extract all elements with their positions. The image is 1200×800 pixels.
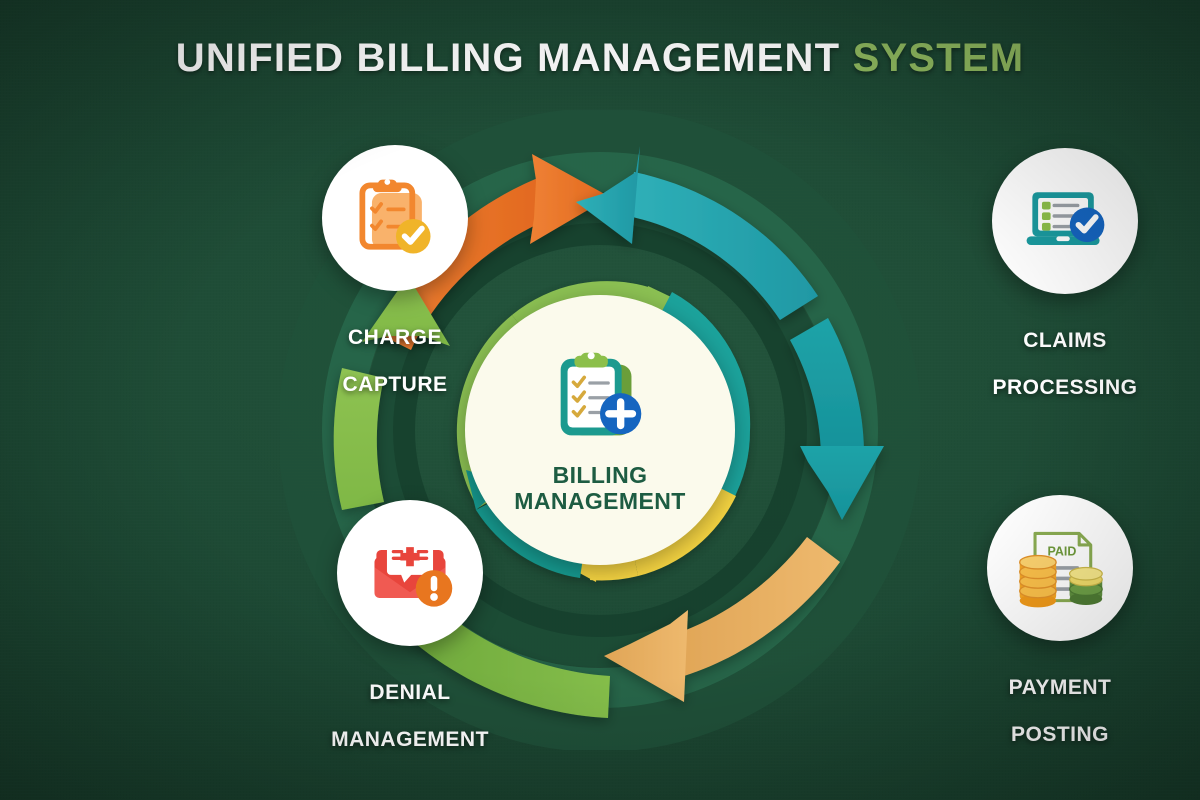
- node-denial-management-label-line1: DENIAL: [369, 680, 451, 704]
- node-claims-processing-circle[interactable]: [992, 148, 1138, 294]
- center-hub-label: BILLING MANAGEMENT: [514, 462, 686, 515]
- node-claims-processing[interactable]: CLAIMS PROCESSING: [955, 148, 1175, 399]
- envelope-medical-alert-icon: [374, 542, 453, 607]
- node-charge-capture-label: CHARGE CAPTURE: [285, 302, 505, 396]
- clipboard-checklist-plus-icon: [560, 352, 642, 436]
- flow-arrow-claims-to-payment: [790, 318, 884, 520]
- node-payment-posting-label: PAYMENT POSTING: [950, 652, 1170, 746]
- center-hub-label-line2: MANAGEMENT: [514, 488, 686, 514]
- node-denial-management-circle[interactable]: [337, 500, 483, 646]
- flow-arrow-claims-inbound: [576, 146, 818, 320]
- node-payment-posting[interactable]: PAID: [950, 495, 1170, 746]
- node-payment-posting-label-line2: POSTING: [1010, 722, 1109, 746]
- cycle-diagram: BILLING MANAGEMENT CHARGE CAPTURE: [280, 110, 1138, 751]
- coin-stack-orange: [1019, 554, 1057, 608]
- page-title-main: UNIFIED BILLING MANAGEMENT: [175, 36, 841, 80]
- flow-arrow-payment-to-denial: [604, 537, 840, 702]
- node-denial-management[interactable]: DENIAL MANAGEMENT: [300, 500, 520, 751]
- coin-stack-green: [1068, 566, 1103, 605]
- node-denial-management-label-line2: MANAGEMENT: [331, 727, 489, 751]
- page-title: UNIFIED BILLING MANAGEMENT SYSTEM: [0, 38, 1200, 78]
- center-hub-label-line1: BILLING: [552, 462, 648, 489]
- page-title-accent: SYSTEM: [852, 36, 1025, 80]
- node-claims-processing-label: CLAIMS PROCESSING: [955, 305, 1175, 399]
- node-claims-processing-label-line1: CLAIMS: [1023, 328, 1107, 352]
- node-payment-posting-label-line1: PAYMENT: [1008, 675, 1112, 699]
- invoice-paid-stamp: PAID: [1047, 545, 1076, 559]
- clipboard-check-badge-icon: [359, 179, 431, 254]
- laptop-checklist-verified-icon: [1026, 192, 1105, 245]
- invoice-paid-coins-icon: PAID: [1019, 531, 1103, 608]
- node-charge-capture-label-line1: CHARGE: [347, 325, 442, 349]
- node-denial-management-label: DENIAL MANAGEMENT: [300, 657, 520, 751]
- node-claims-processing-label-line2: PROCESSING: [992, 375, 1138, 399]
- center-hub[interactable]: BILLING MANAGEMENT: [465, 295, 735, 565]
- flow-arrow-denial-to-charge: [333, 276, 450, 510]
- node-charge-capture-label-line2: CAPTURE: [342, 372, 448, 396]
- node-charge-capture-circle[interactable]: [322, 145, 468, 291]
- node-charge-capture[interactable]: CHARGE CAPTURE: [285, 145, 505, 396]
- node-payment-posting-circle[interactable]: PAID: [987, 495, 1133, 641]
